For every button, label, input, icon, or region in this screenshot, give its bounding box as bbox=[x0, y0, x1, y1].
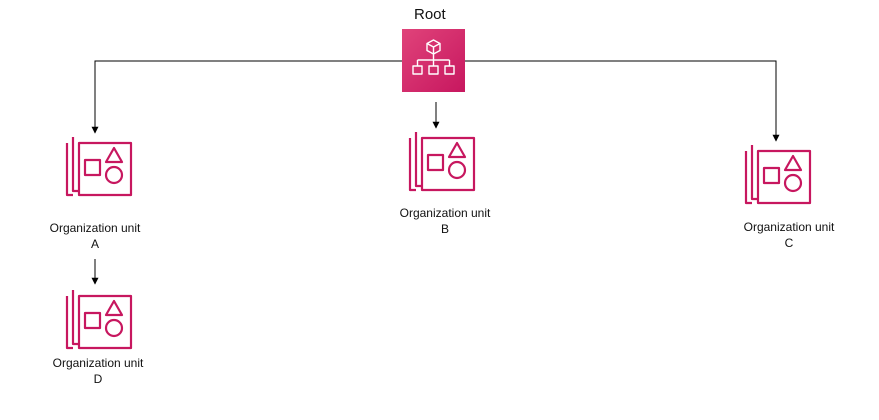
ou-letter-b: B bbox=[440, 222, 449, 236]
ou-label-b: Organization unit B bbox=[385, 205, 505, 237]
ou-label-a: Organization unit A bbox=[35, 220, 155, 252]
ou-name-d: Organization unit bbox=[52, 356, 144, 370]
ou-icon-c bbox=[744, 143, 812, 205]
edge-root-to-c bbox=[465, 60, 780, 142]
ou-letter-a: A bbox=[90, 237, 99, 251]
ou-name-a: Organization unit bbox=[49, 221, 141, 235]
connectors bbox=[91, 60, 780, 285]
ou-icon-a bbox=[65, 135, 133, 197]
ou-icon-b bbox=[408, 130, 476, 192]
root-icon bbox=[402, 29, 465, 92]
ou-letter-d: D bbox=[93, 372, 103, 386]
ou-icon-d bbox=[65, 288, 133, 350]
ou-name-c: Organization unit bbox=[743, 220, 835, 234]
root-label: Root bbox=[414, 6, 446, 23]
ou-name-b: Organization unit bbox=[399, 206, 491, 220]
ou-label-d: Organization unit D bbox=[38, 355, 158, 387]
ou-letter-c: C bbox=[784, 236, 794, 250]
edge-root-to-a bbox=[91, 60, 402, 134]
ou-label-c: Organization unit C bbox=[729, 219, 849, 251]
